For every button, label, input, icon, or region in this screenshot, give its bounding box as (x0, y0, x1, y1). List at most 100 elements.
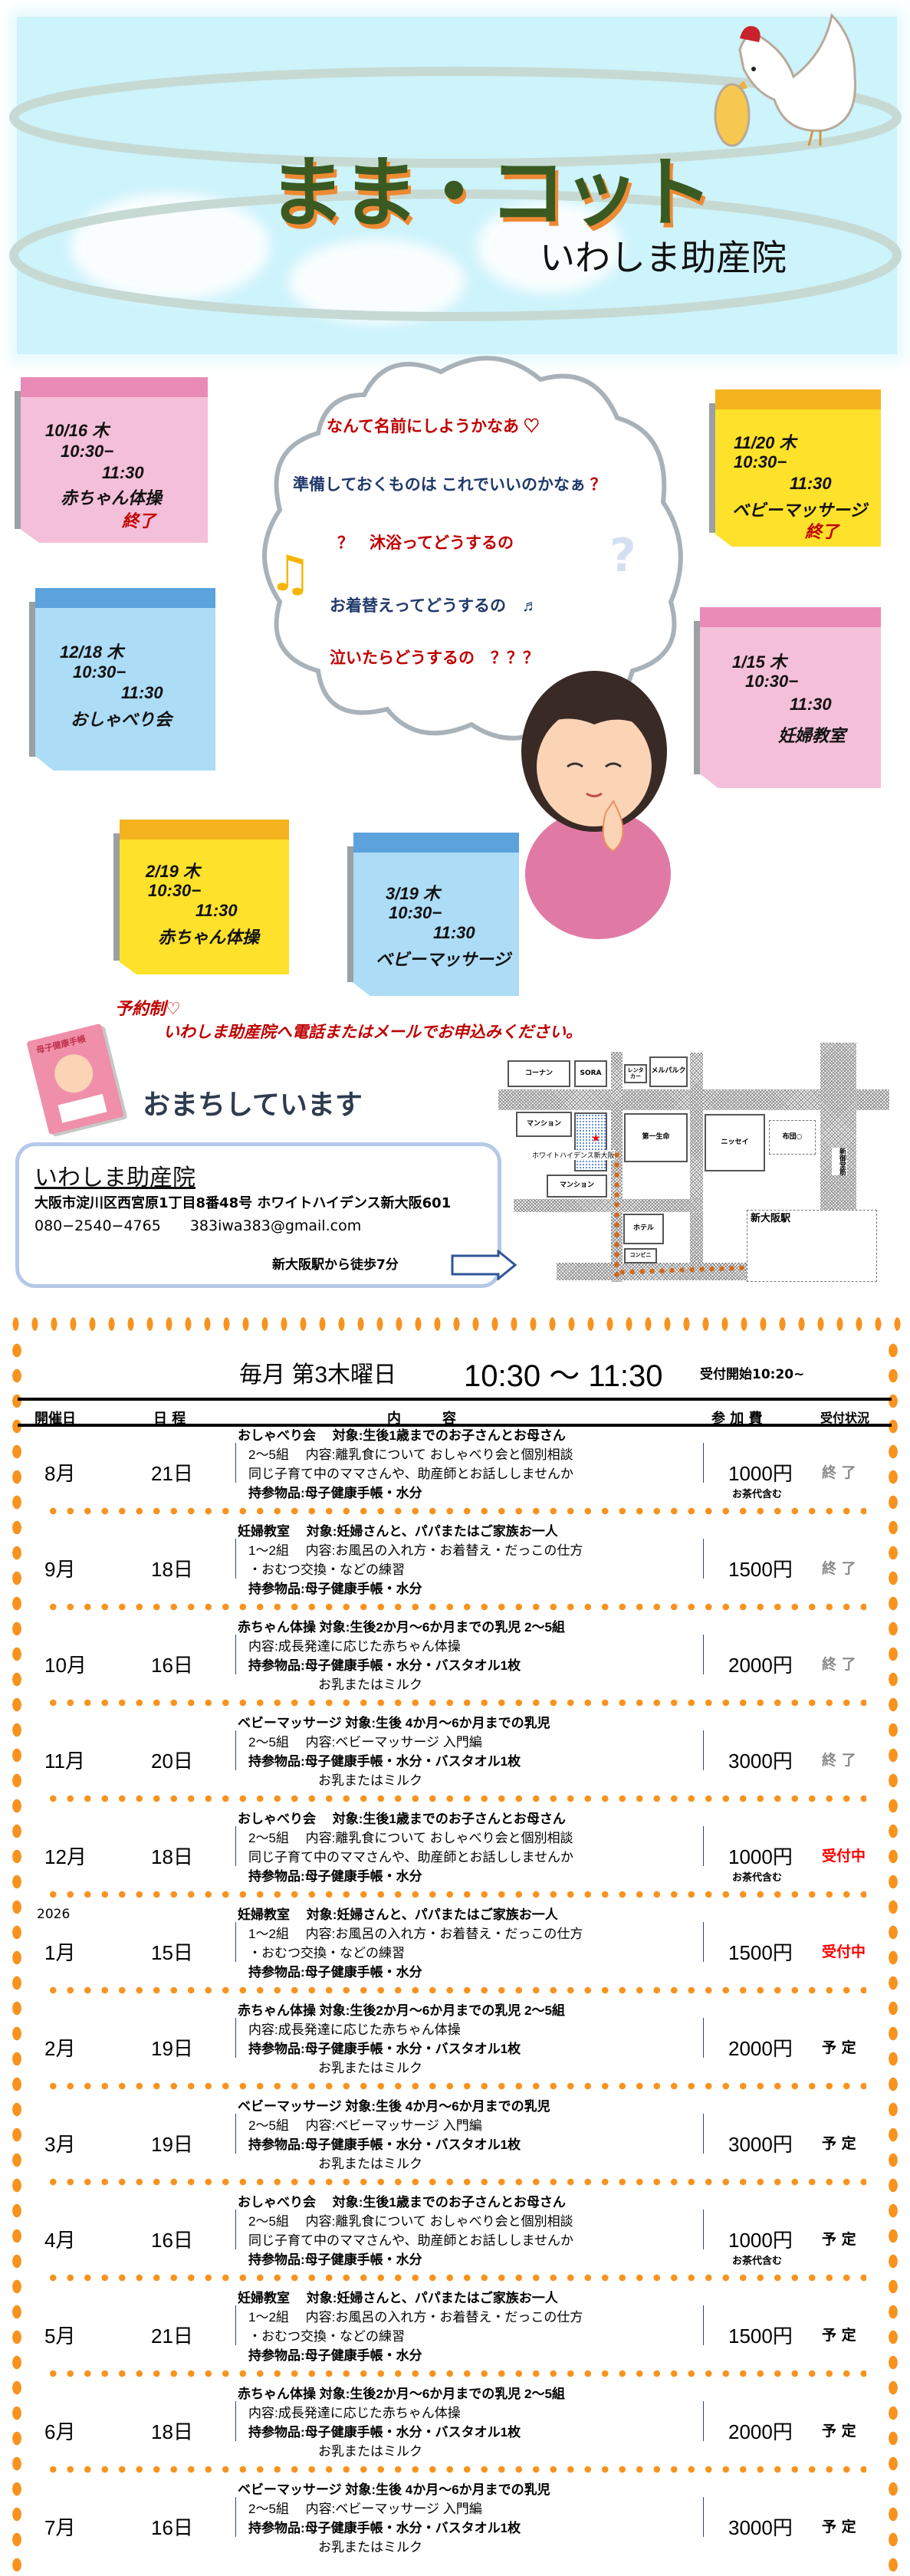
row-content-line: 2～5組 内容:離乳食について おしゃべり会と個別相談 (248, 1831, 573, 1845)
column-divider (235, 1922, 236, 1962)
row-separator (44, 2177, 866, 2187)
dotted-frame (9, 1338, 25, 2571)
thinking-woman-illustration (521, 671, 671, 939)
music-note-icon: ♬ (521, 597, 538, 615)
row-content-line: 同じ子育て中のママさんや、助産師とお話ししませんか (248, 2233, 573, 2248)
reservation-instructions: いわしま助産院へ電話またはメールでお申込みください。 (163, 1023, 582, 1041)
row-content-line: ・おむつ交換・などの練習 (248, 2329, 405, 2344)
column-divider (703, 1635, 704, 1674)
row-status-badge: 予 定 (822, 2518, 856, 2535)
row-content-line: ベビーマッサージ 対象:生後 4か月～6か月までの乳児 (238, 2099, 550, 2114)
column-divider (703, 2018, 704, 2058)
row-day: 16日 (151, 1654, 193, 1677)
row-content-line: 持参物品:母子健康手帳・水分・バスタオル1枚 (248, 2521, 521, 2535)
row-content-line: おしゃべり会 対象:生後1歳までのお子さんとお母さん (238, 2195, 566, 2210)
column-divider (235, 2114, 236, 2154)
clinic-address: 大阪市淀川区西宮原1丁目8番48号 ホワイトハイデンス新大阪601 (34, 1195, 452, 1211)
phone-number[interactable]: 080−2540−4765 (34, 1217, 161, 1234)
row-day: 21日 (151, 2325, 193, 2348)
row-day: 20日 (151, 1750, 193, 1773)
row-fee-note: お茶代含む (732, 1489, 783, 1500)
column-divider (703, 1443, 704, 1483)
row-status-badge: 受付中 (822, 1944, 866, 1960)
row-content-line: 持参物品:母子健康手帳・水分 (248, 1486, 422, 1500)
row-fee: 1500円 (728, 1941, 793, 1964)
walking-route (612, 1150, 622, 1279)
header-subtitle: いわしま助産院 (540, 237, 787, 278)
column-divider (235, 1635, 236, 1674)
row-status-badge: 終 了 (822, 1560, 856, 1577)
arrow-right-icon (451, 1250, 517, 1280)
row-content-line: お乳またはミルク (318, 1677, 422, 1692)
column-divider (703, 2114, 704, 2154)
schedule-note-jan: 1/15 木 10:30− 11:30 妊婦教室 (694, 607, 881, 788)
column-header-content: 内 容 (387, 1411, 456, 1427)
page-title: まま・コット (268, 148, 713, 238)
row-fee: 1000円 (728, 1462, 793, 1485)
clinic-name: いわしま助産院 (34, 1165, 195, 1191)
access-map: コーナン SORA レンタカー メルパルク マンション ★ ホワイトハイデンス新… (498, 1043, 889, 1282)
bubble-line-3: ？ 沐浴ってどうするの (337, 534, 514, 552)
row-content-line: お乳またはミルク (318, 2061, 422, 2075)
email-link[interactable]: 383iwa383@gmail.com (189, 1217, 362, 1234)
row-content-line: 持参物品:母子健康手帳・水分・バスタオル1枚 (248, 2042, 521, 2056)
row-separator (44, 1506, 866, 1516)
row-content-line: おしゃべり会 対象:生後1歳までのお子さんとお母さん (238, 1812, 566, 1826)
row-status-badge: 予 定 (822, 2231, 856, 2248)
row-content-line: 内容:成長発達に応じた赤ちゃん体操 (248, 1639, 461, 1654)
row-month: 8月 (44, 1462, 76, 1485)
row-content-line: お乳またはミルク (318, 2540, 422, 2555)
column-divider (703, 2497, 704, 2537)
row-month: 10月 (44, 1654, 87, 1677)
row-content-line: 1～2組 内容:お風呂の入れ方・お着替え・だっこの仕方 (248, 1543, 583, 1558)
column-divider (235, 1539, 236, 1579)
row-content-line: 2～5組 内容:ベビーマッサージ 入門編 (248, 2502, 482, 2516)
table-divider (18, 1398, 892, 1401)
row-content-line: 2～5組 内容:ベビーマッサージ 入門編 (248, 1735, 482, 1750)
column-header-status: 受付状況 (820, 1411, 870, 1425)
row-content-line: 持参物品:母子健康手帳・水分 (248, 2348, 422, 2363)
year-label: 2026 (37, 1907, 71, 1922)
column-divider (235, 2210, 236, 2249)
address-card: いわしま助産院 大阪市淀川区西宮原1丁目8番48号 ホワイトハイデンス新大阪60… (15, 1142, 501, 1288)
row-content-line: お乳またはミルク (318, 2444, 422, 2459)
row-fee: 1000円 (728, 1845, 793, 1868)
row-month: 4月 (44, 2229, 76, 2252)
row-month: 3月 (44, 2133, 76, 2156)
column-divider (703, 1539, 704, 1579)
row-day: 18日 (151, 1558, 193, 1581)
column-divider (703, 2305, 704, 2345)
dotted-frame (6, 1316, 905, 1332)
row-fee-note: お茶代含む (732, 2256, 783, 2267)
column-divider (235, 2401, 236, 2441)
chicken-and-chick-illustration (714, 12, 856, 147)
row-content-line: 同じ子育て中のママさんや、助産師とお話ししませんか (248, 1467, 573, 1481)
row-month: 9月 (44, 1558, 76, 1581)
column-divider (235, 2305, 236, 2345)
row-status-badge: 予 定 (822, 2039, 856, 2056)
row-fee: 1500円 (728, 1558, 793, 1581)
row-content-line: 赤ちゃん体操 対象:生後2か月～6か月までの乳児 2～5組 (238, 1620, 565, 1635)
row-content-line: お乳またはミルク (318, 2157, 422, 2171)
row-day: 19日 (151, 2133, 193, 2156)
bubble-line-5: 泣いたらどうするの ？？？ (330, 649, 539, 667)
row-separator (44, 1890, 866, 1899)
row-content-line: ベビーマッサージ 対象:生後 4か月～6か月までの乳児 (238, 2482, 550, 2497)
row-content-line: 持参物品:母子健康手帳・水分・バスタオル1枚 (248, 1754, 521, 1769)
row-content-line: 2～5組 内容:離乳食について おしゃべり会と個別相談 (248, 1447, 573, 1462)
row-content-line: ・おむつ交換・などの練習 (248, 1562, 405, 1577)
row-fee: 2000円 (728, 2037, 793, 2060)
question-mark-icon: ? (609, 529, 636, 583)
reception-start: 受付開始10:20~ (700, 1367, 805, 1382)
row-fee: 2000円 (728, 2420, 793, 2443)
schedule-note-feb: 2/19 木 10:30− 11:30 赤ちゃん体操 (113, 820, 289, 974)
table-row: 10月 16日 赤ちゃん体操 対象:生後2か月～6か月までの乳児 2～5組内容:成長… (0, 1618, 910, 1714)
schedule-time: 10:30 ～ 11:30 (464, 1359, 663, 1393)
decorative-rings (9, 67, 902, 321)
